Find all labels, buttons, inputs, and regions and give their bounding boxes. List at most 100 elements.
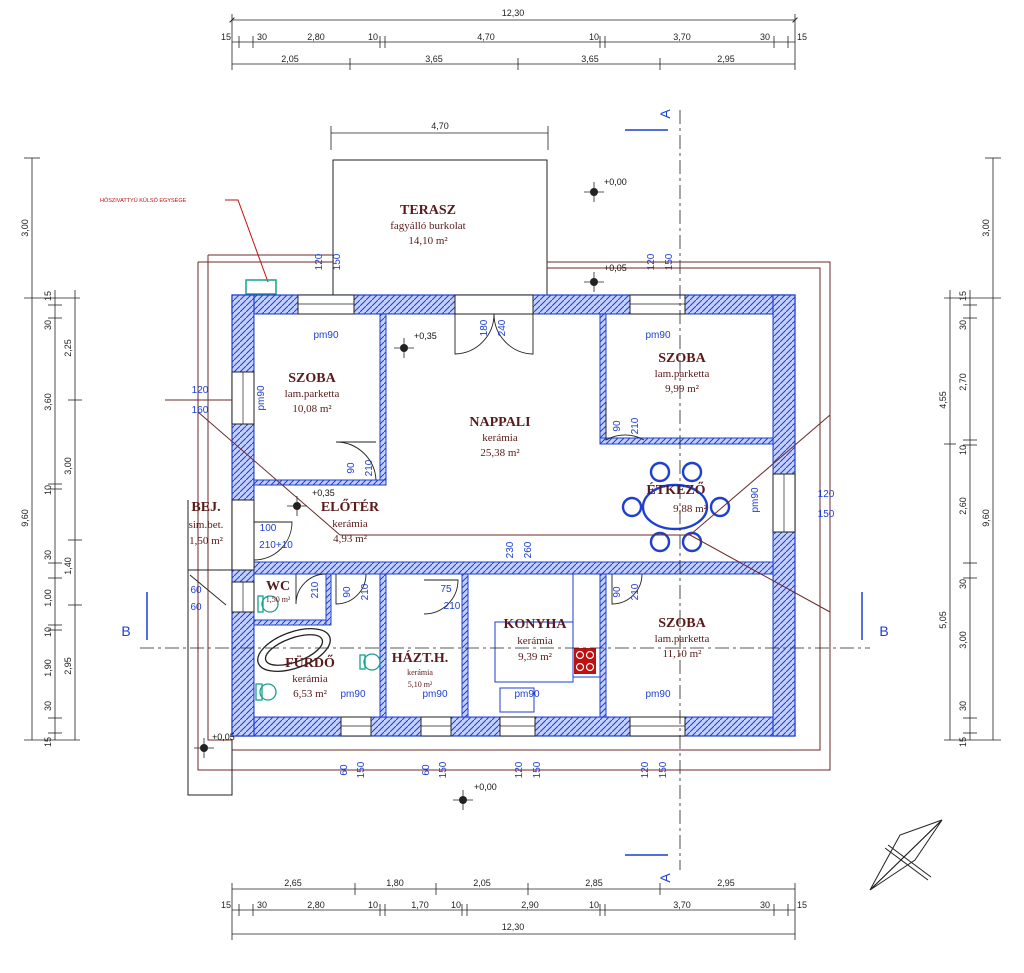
tag-120-right: 120 (818, 489, 835, 500)
top-dim-8: 30 (760, 32, 770, 42)
terrace-outline (332, 159, 548, 295)
right-outer-dim-2: 9,60 (981, 509, 991, 527)
bottom-dim-2: 1,80 (386, 878, 404, 888)
room-nappali-area: 25,38 m² (480, 447, 520, 459)
tag-60-bottom1: 60 (339, 764, 350, 776)
room-szoba3-floor: lam.parketta (655, 633, 710, 645)
tag-150-bottom4: 150 (658, 761, 669, 778)
tag-150-right: 150 (818, 509, 835, 520)
bottom-dim-r2-11: 15 (797, 900, 807, 910)
room-hazth-name: HÁZT.H. (392, 649, 449, 666)
room-terasz-area: 14,10 m² (408, 235, 448, 247)
left-dim-a2: 30 (43, 320, 53, 330)
right-dimensions (944, 157, 1001, 741)
right-dim-b2: 30 (958, 320, 968, 330)
bottom-dim-r2-10: 30 (760, 900, 770, 910)
terrace-dim-label: 4,70 (431, 121, 449, 131)
room-szoba2-floor: lam.parketta (655, 368, 710, 380)
tag-pm90-6: pm90 (645, 689, 670, 700)
right-dim-b4: 10 (958, 445, 968, 455)
door-swings (189, 313, 645, 615)
room-hazth-area: 5,10 m² (408, 680, 433, 689)
right-dim-b9: 15 (958, 737, 968, 747)
bottom-dim-r2-4: 10 (368, 900, 378, 910)
level-corner: +0,05 (212, 732, 235, 742)
heatpump-leader (225, 199, 269, 283)
left-dim-a10: 15 (43, 737, 53, 747)
top-dim-1: 15 (221, 32, 231, 42)
tag-210-wc: 210 (310, 581, 321, 598)
bottom-total-dim: 12,30 (502, 922, 525, 932)
right-dim-b8: 30 (958, 701, 968, 711)
tag-60-left2: 60 (190, 602, 202, 613)
room-furdo-area: 6,53 m² (293, 688, 328, 700)
tag-100-entry: 100 (260, 523, 277, 534)
tag-150-top2: 150 (664, 253, 675, 270)
tag-210-furdo: 210 (360, 583, 371, 600)
room-szoba1-floor: lam.parketta (285, 388, 340, 400)
level-terrace: +0,00 (604, 177, 627, 187)
room-bej-name: BEJ. (191, 500, 220, 515)
tag-120-bottom3: 120 (514, 761, 525, 778)
room-wc-name: WC (266, 579, 290, 594)
left-dim-b1: 2,25 (63, 339, 73, 357)
top-dimensions (229, 14, 798, 70)
room-konyha-floor: kerámia (517, 635, 553, 647)
left-outer-dim-1: 3,00 (20, 219, 30, 237)
right-dim-b5: 2,60 (958, 497, 968, 515)
bottom-dim-r2-1: 15 (221, 900, 231, 910)
top-dim-row2-3: 3,65 (581, 54, 599, 64)
bottom-dim-3: 2,05 (473, 878, 491, 888)
room-etkezo-name: ÉTKEZŐ (646, 481, 705, 498)
section-b-right: B (879, 623, 888, 639)
roof-lines (165, 399, 831, 613)
left-dimensions (24, 157, 82, 741)
top-dim-2: 30 (257, 32, 267, 42)
room-szoba2-name: SZOBA (658, 351, 706, 366)
tag-180-door: 180 (479, 319, 490, 336)
left-dim-b4: 2,95 (63, 657, 73, 675)
terrace-dimension (330, 126, 549, 150)
bottom-dim-r2-5: 1,70 (411, 900, 429, 910)
top-dim-row2-1: 2,05 (281, 54, 299, 64)
bottom-dim-r2-6: 10 (451, 900, 461, 910)
top-dim-7: 3,70 (673, 32, 691, 42)
level-terrace-edge: +0,05 (604, 263, 627, 273)
tag-120-bottom4: 120 (640, 761, 651, 778)
tag-120-left: 120 (192, 385, 209, 396)
left-dim-a1: 15 (43, 291, 53, 301)
right-dim-b6: 30 (958, 579, 968, 589)
tag-pm90-7: pm90 (256, 385, 267, 410)
top-dim-3: 2,80 (307, 32, 325, 42)
tag-60-bottom2: 60 (421, 764, 432, 776)
bottom-dim-r2-8: 10 (589, 900, 599, 910)
bottom-dim-4: 2,85 (585, 878, 603, 888)
level-hall: +0,35 (312, 488, 335, 498)
room-terasz-name: TERASZ (400, 203, 456, 218)
dining-table (621, 461, 731, 553)
heatpump-annotation: HŐSZIVATTYÚ KÜLSŐ EGYSÉGE (100, 197, 187, 204)
tag-pm90-3: pm90 (340, 689, 365, 700)
tag-160-left: 160 (192, 405, 209, 416)
tag-90-szoba3: 90 (612, 586, 623, 598)
tag-pm90-4: pm90 (422, 689, 447, 700)
tag-210-10-entry: 210+10 (259, 540, 293, 551)
tag-150-top1: 150 (332, 253, 343, 270)
level-crosshairs (194, 182, 604, 810)
left-dim-b3: 1,40 (63, 557, 73, 575)
tag-pm90-8: pm90 (750, 487, 761, 512)
left-dim-a3: 3,60 (43, 393, 53, 411)
tag-150-bottom1: 150 (356, 761, 367, 778)
bottom-dim-5: 2,95 (717, 878, 735, 888)
top-dim-row2-2: 3,65 (425, 54, 443, 64)
tag-120-top1: 120 (314, 253, 325, 270)
entrance-steps (187, 500, 233, 796)
kitchen-counter (494, 573, 601, 713)
left-dim-a4: 10 (43, 485, 53, 495)
bottom-dim-r2-3: 2,80 (307, 900, 325, 910)
hob-icon (574, 648, 596, 674)
tag-90-furdo: 90 (342, 586, 353, 598)
top-total-dim: 12,30 (502, 8, 525, 18)
tag-210-hazth: 210 (444, 601, 461, 612)
tag-240-door: 240 (497, 319, 508, 336)
